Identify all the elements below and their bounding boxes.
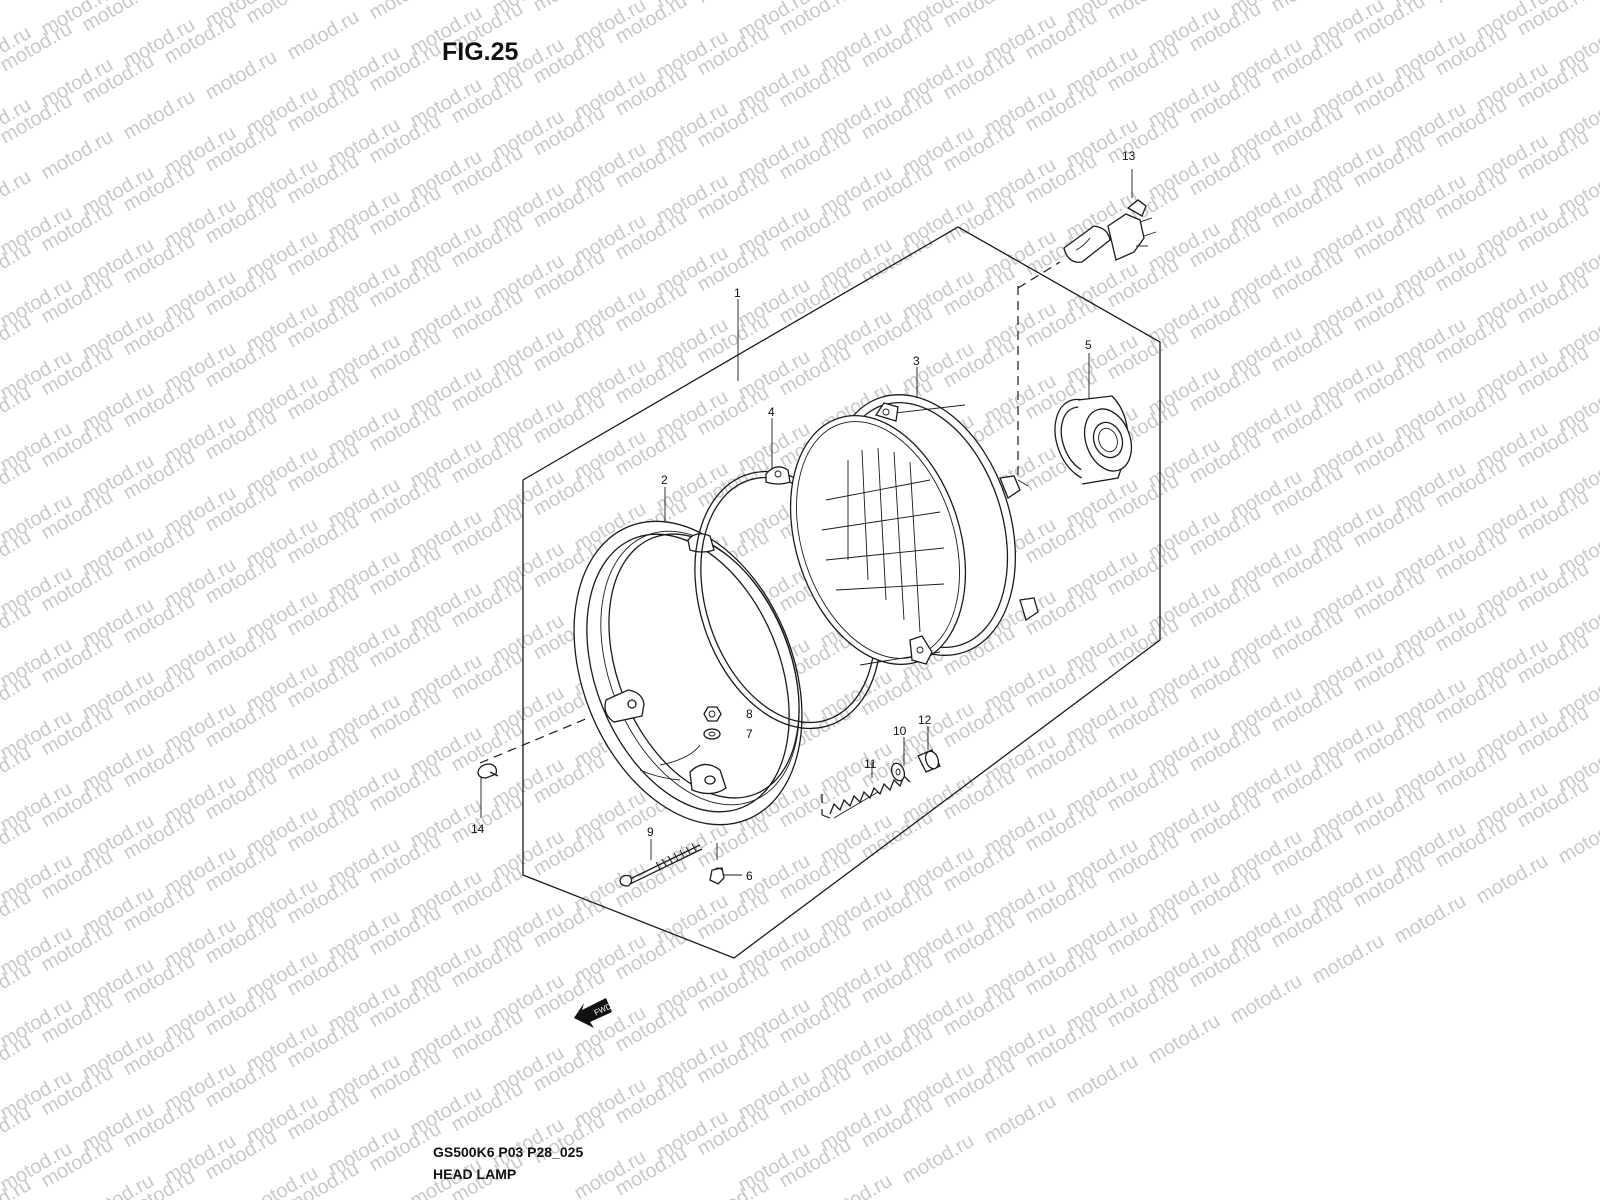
socket-cover: [1054, 395, 1133, 485]
watermark-text: motod.ru: [899, 1130, 978, 1189]
watermark-text: motod.ru: [1145, 1010, 1224, 1069]
callout-11: 11: [864, 757, 877, 771]
assembly-frame: [522, 226, 1161, 959]
watermark-text: motod.ru: [1555, 810, 1600, 869]
diagram-code: GS500K6 P03 P28_025: [433, 1144, 584, 1160]
watermark-text: motod.ru: [243, 0, 322, 28]
adjuster-6: [709, 867, 725, 885]
callout-8: 8: [746, 707, 753, 721]
callout-1: 1: [734, 286, 741, 300]
watermark-text: motod.ru: [817, 1170, 896, 1200]
watermark-text: motod.ru: [366, 0, 445, 24]
collar-12: [917, 749, 941, 773]
callout-12: 12: [918, 713, 932, 727]
watermark-text: motod.ru: [694, 1174, 773, 1200]
watermark-text: motod.ru: [202, 46, 281, 105]
callouts: 1 2 3 4 5 6 7 8 9 10 11 12 13 14: [471, 149, 1136, 883]
watermark-text: motod.ru: [981, 1090, 1060, 1149]
watermark-text: motod.ru: [0, 0, 76, 4]
diagram-name: HEAD LAMP: [433, 1166, 517, 1182]
callout-10: 10: [893, 724, 907, 738]
watermark-text: motod.ru: [120, 86, 199, 145]
callout-7: 7: [746, 727, 753, 741]
callout-6: 6: [746, 869, 753, 883]
watermark-text: motod.ru: [1391, 890, 1470, 949]
screw-14: [477, 763, 499, 779]
callout-3: 3: [913, 354, 920, 368]
watermark-text: motod.ru: [1432, 0, 1511, 8]
watermark-text: motod.ru: [0, 166, 35, 225]
forward-direction-badge: FWD: [574, 998, 613, 1028]
figure-title: FIG.25: [442, 38, 519, 66]
watermark-text: motod.ru: [694, 0, 773, 8]
watermark-text: motod.ru: [1104, 0, 1183, 24]
watermark-text: motod.ru: [1268, 0, 1347, 16]
callout-5: 5: [1085, 338, 1092, 352]
adjusting-screw-9: [619, 843, 703, 887]
callout-2: 2: [661, 473, 668, 487]
watermark-text: motod.ru: [1063, 1050, 1142, 1109]
headlamp-unit: [789, 394, 1039, 666]
watermark-text: motod.ru: [284, 6, 363, 65]
watermark-text: motod.ru: [530, 0, 609, 16]
watermark-text: motod.ru: [38, 126, 117, 185]
headlamp-bulb: [1063, 199, 1157, 263]
retainer-10: [890, 762, 906, 782]
spring-11: [829, 774, 911, 819]
callout-4: 4: [768, 405, 775, 419]
callout-14: 14: [471, 822, 485, 836]
callout-13: 13: [1122, 149, 1136, 163]
callout-9: 9: [647, 825, 654, 839]
nut-8: [703, 706, 722, 722]
washer-7: [703, 728, 721, 740]
headlamp-rim: [573, 520, 803, 826]
watermark-text: motod.ru: [1309, 930, 1388, 989]
watermark-text: motod.ru: [1473, 850, 1552, 909]
watermark-text: motod.ru: [1227, 970, 1306, 1029]
